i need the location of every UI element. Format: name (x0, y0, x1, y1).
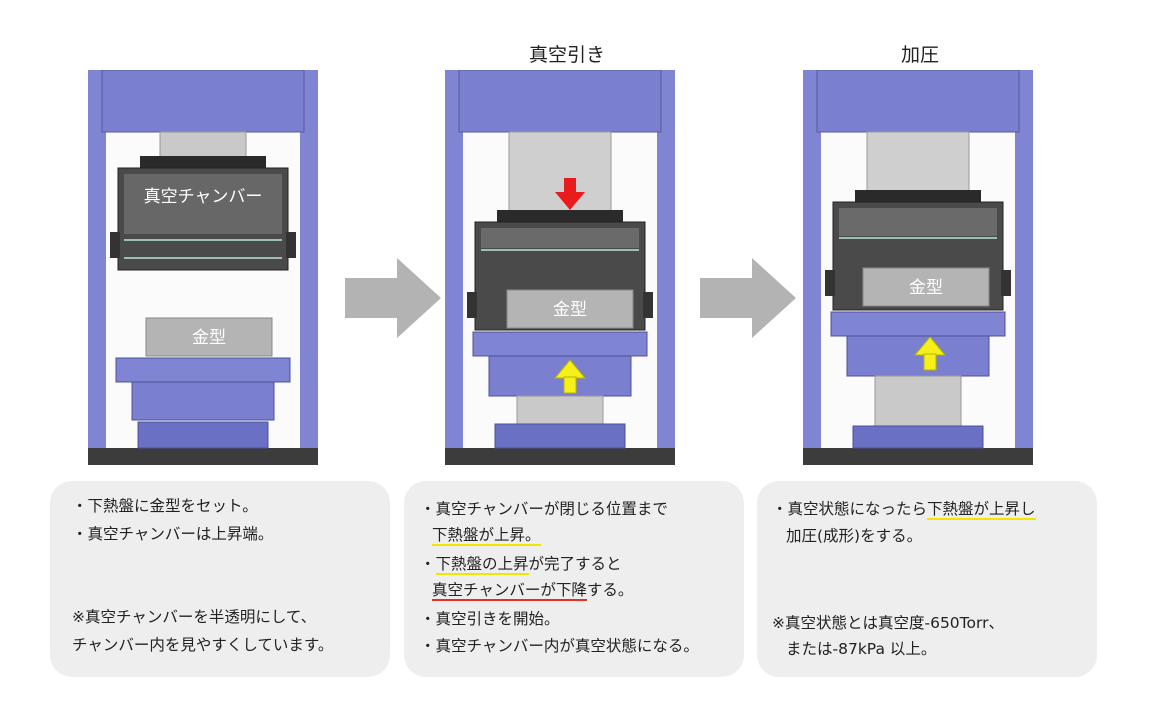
note-line: 下熱盤が上昇。 (432, 523, 541, 547)
right-arrow-icon (700, 258, 796, 338)
note-highlight-yellow: 下熱盤が上昇し (927, 500, 1036, 520)
mold (862, 267, 990, 307)
note-box-set-mold (50, 481, 390, 677)
note-highlight-red: 真空チャンバー (432, 581, 541, 601)
note-line: チャンバー内を見やすくしています。 (72, 636, 334, 654)
note-line: ※真空チャンバーを半透明にして、 (72, 608, 317, 626)
press-panel-vacuum: 金型 (445, 70, 675, 465)
chamber-label: 真空チャンバー (144, 187, 263, 207)
note-box-vacuum (404, 481, 744, 677)
note-line: ・真空チャンバー内が真空状態になる。 (420, 637, 699, 655)
note-line: または-87kPa 以上。 (786, 640, 937, 658)
note-line: ・真空引きを開始。 (420, 610, 560, 628)
up-arrow-icon (913, 336, 947, 371)
stage-title-pressurize: 加圧 (900, 44, 939, 66)
note-highlight-yellow: 下熱盤が上昇。 (432, 526, 541, 546)
down-arrow-icon (555, 178, 585, 210)
press-panel-set-mold: 真空チャンバー 金型 (88, 70, 318, 465)
right-arrow-icon (345, 258, 441, 338)
mold (145, 317, 273, 357)
note-line: ・真空状態になったら下熱盤が上昇し (772, 500, 1036, 520)
press-panel-pressurize: 金型 (803, 70, 1033, 465)
mold-label: 金型 (909, 278, 943, 298)
note-line: ・下熱盤に金型をセット。 (72, 497, 258, 515)
stage-title-vacuum: 真空引き (528, 44, 605, 66)
note-line: ※真空状態とは真空度-650Torr、 (772, 614, 1004, 632)
note-highlight-red: が下降 (540, 581, 587, 601)
note-highlight-yellow: 下熱盤の上昇 (435, 555, 529, 575)
up-arrow-icon (553, 359, 587, 394)
mold (506, 289, 634, 329)
note-line: ・真空チャンバーが閉じる位置まで (420, 500, 668, 518)
note-line: 真空チャンバーが下降する。 (432, 581, 634, 601)
mold-label: 金型 (192, 328, 226, 348)
lower-platen (115, 357, 291, 383)
note-line: ・真空チャンバーは上昇端。 (72, 525, 274, 543)
note-line: 加圧(成形)をする。 (786, 527, 923, 545)
vacuum-chamber: 真空チャンバー (110, 167, 296, 271)
mold-label: 金型 (553, 300, 587, 320)
note-box-pressurize (757, 481, 1097, 677)
note-line: ・下熱盤の上昇が完了すると (420, 555, 622, 575)
